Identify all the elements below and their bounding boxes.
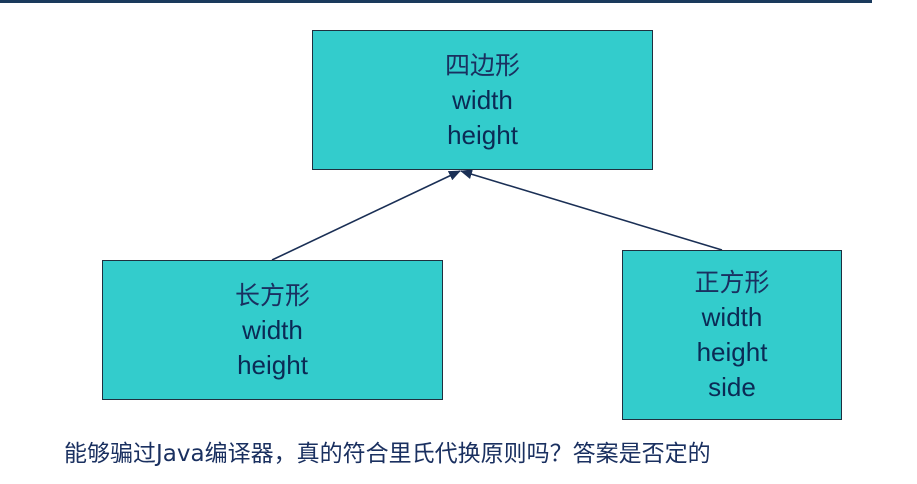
arrow-square-to-quadrilateral — [460, 169, 723, 251]
square-class-name: 正方形 — [694, 268, 770, 297]
square-field-width: width — [701, 302, 763, 332]
rectangle-class-box: 长方形 width height — [102, 260, 443, 400]
caption-text: 能够骗过Java编译器，真的符合里氏代换原则吗？答案是否定的 — [64, 441, 711, 467]
square-field-height: height — [696, 337, 768, 367]
quadrilateral-class-name: 四边形 — [444, 50, 520, 80]
square-class-box: 正方形 width height side — [622, 250, 842, 420]
rectangle-field-width: width — [242, 314, 303, 345]
quadrilateral-field-width: width — [452, 84, 513, 115]
quadrilateral-field-height: height — [447, 119, 518, 150]
rectangle-field-height: height — [237, 349, 308, 380]
square-field-side: side — [708, 372, 756, 402]
quadrilateral-class-box: 四边形 width height — [312, 30, 653, 170]
rectangle-class-name: 长方形 — [234, 280, 310, 310]
top-rule — [0, 0, 872, 3]
arrow-rectangle-to-quadrilateral — [271, 170, 461, 261]
